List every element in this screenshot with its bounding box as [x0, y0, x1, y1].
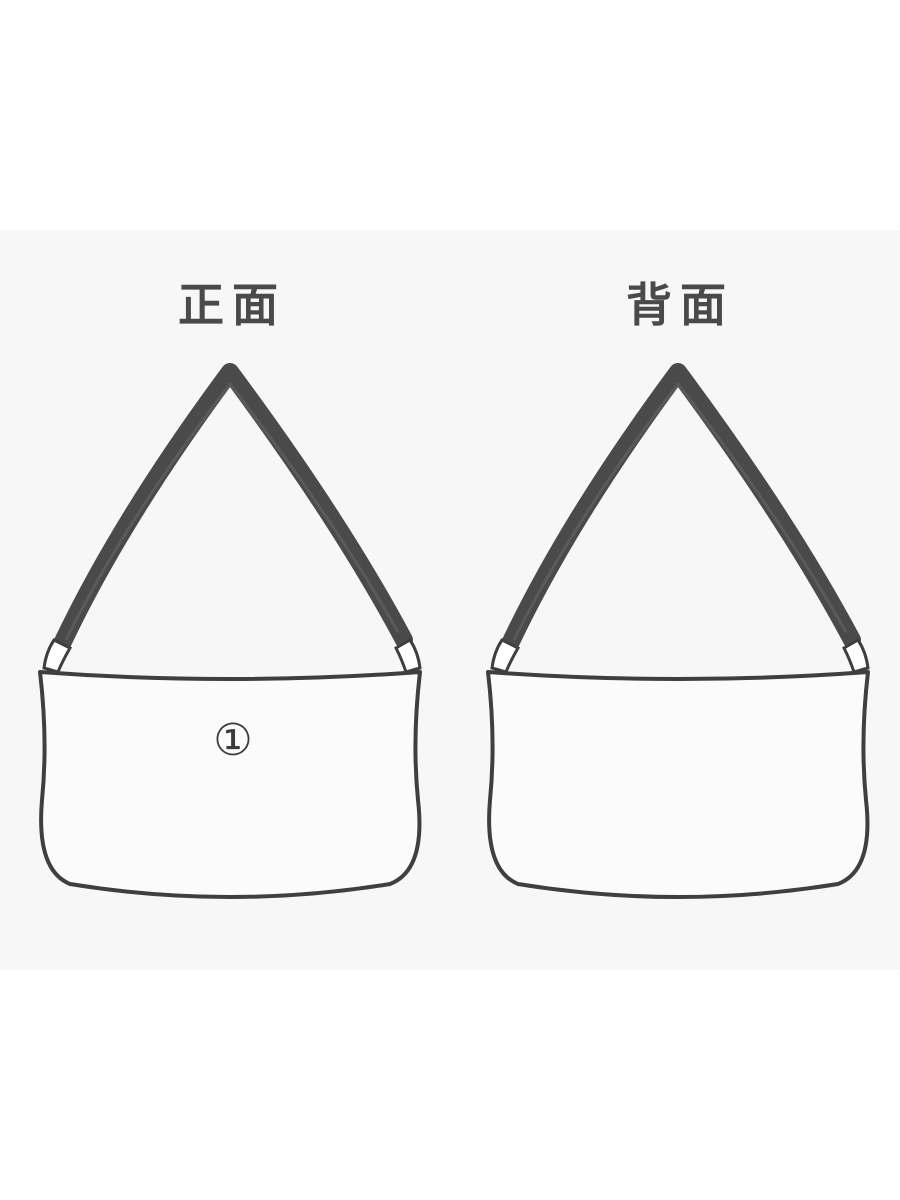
- back-bag-body: [486, 670, 870, 899]
- back-view-title: 背面: [626, 278, 734, 332]
- front-bag: ①: [38, 363, 422, 899]
- back-bag-strap: [499, 363, 861, 657]
- front-bag-strap: [51, 363, 413, 657]
- front-right-strap-connector: [394, 638, 422, 674]
- front-bag-strap-inner: [64, 381, 400, 641]
- back-bag-strap-inner: [512, 381, 848, 641]
- front-bag-body: [38, 670, 422, 899]
- front-left-strap-connector: [42, 638, 73, 674]
- front-view-title: 正面: [178, 278, 286, 332]
- back-right-strap-connector: [842, 638, 870, 674]
- front-marker-label: ①: [213, 715, 252, 766]
- back-bag: [486, 363, 870, 899]
- back-left-strap-connector: [490, 638, 521, 674]
